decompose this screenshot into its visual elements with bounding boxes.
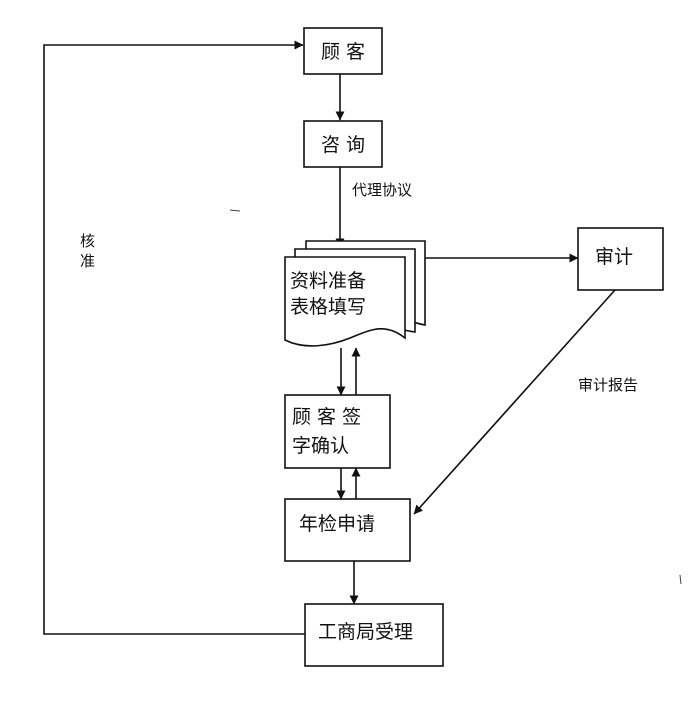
bureau-node: 工商局受理: [304, 603, 444, 667]
document-front-sheet: [284, 256, 406, 347]
apply-label: 年检申请: [299, 513, 375, 535]
prepare-label-line1: 资料准备: [290, 270, 366, 292]
audit-node: 审计: [577, 227, 664, 291]
approve-label-char2: 准: [80, 252, 95, 270]
customer-node: 顾 客: [303, 27, 383, 75]
approve-label-char1: 核: [80, 232, 95, 250]
consult-label: 咨 询: [321, 134, 365, 156]
agency-agreement-label: 代理协议: [352, 181, 412, 199]
approval-loop-line: [43, 40, 305, 635]
document-prepare-node: 资料准备 表格填写: [284, 240, 426, 347]
audit-label: 审计: [595, 246, 633, 268]
apply-node: 年检申请: [284, 498, 411, 562]
prepare-label-line2: 表格填写: [290, 296, 366, 318]
bureau-label: 工商局受理: [318, 621, 413, 643]
confirm-node: 顾 客 签 字确认: [284, 394, 391, 469]
scan-mark: [229, 209, 241, 212]
scan-mark: [679, 574, 682, 585]
arrow-audit-to-apply: [413, 289, 616, 515]
confirm-label-line1: 顾 客 签: [292, 406, 361, 428]
consult-node: 咨 询: [303, 120, 383, 168]
customer-label: 顾 客: [321, 41, 365, 63]
confirm-label-line2: 字确认: [292, 435, 349, 457]
audit-report-label: 审计报告: [578, 376, 638, 394]
